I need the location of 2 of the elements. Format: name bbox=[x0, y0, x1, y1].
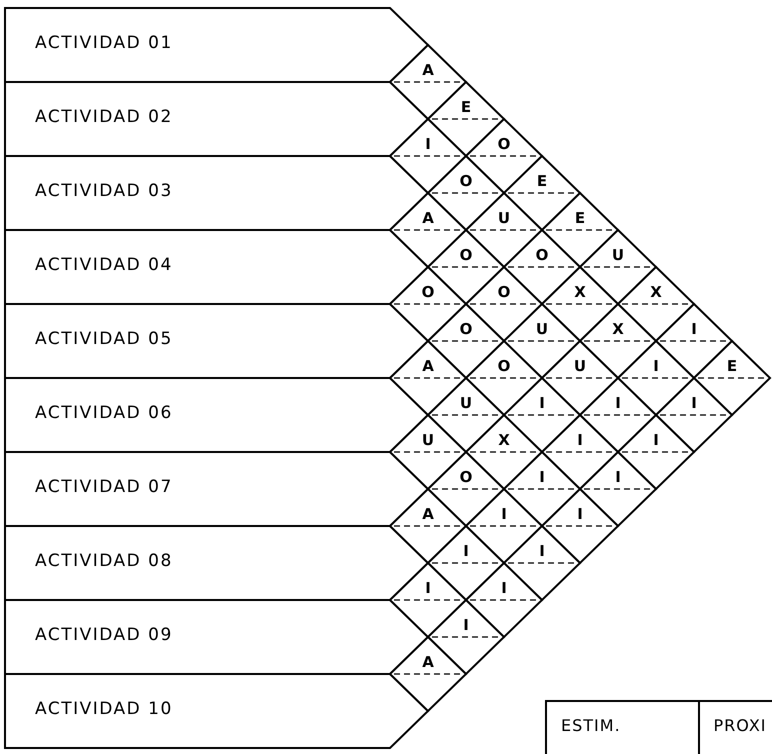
relationship-diamond: A bbox=[390, 637, 466, 711]
table-cell: ESTIM. bbox=[545, 700, 700, 754]
